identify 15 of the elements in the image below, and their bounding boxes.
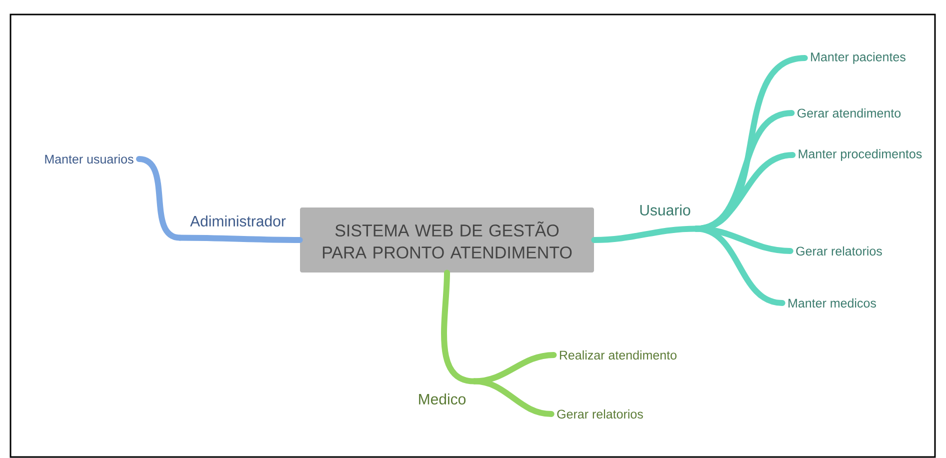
branch-label: Medico	[419, 393, 466, 404]
topic-box: SISTEMA WEB DE GESTÃO PARA PRONTO ATENDIMENTO	[300, 208, 594, 272]
branch-label: Manter usuarios	[45, 154, 134, 164]
branch-line	[693, 226, 786, 306]
branch-line	[136, 156, 183, 241]
branch-label: Gerar relatorios	[796, 246, 882, 256]
branch-label: Gerar relatorios	[557, 409, 643, 419]
branch-label: Adiministrador	[190, 216, 286, 226]
branch-label: Gerar atendimento	[798, 108, 901, 118]
branch-label: Manter pacientes	[811, 52, 906, 64]
branch-label: Manter procedimentos	[798, 149, 922, 161]
branch-label: Realizar atendimento	[560, 350, 676, 360]
branch-label: Manter medicos	[788, 298, 876, 308]
branch-label: Usuario	[640, 204, 690, 216]
branch-line	[471, 378, 554, 417]
